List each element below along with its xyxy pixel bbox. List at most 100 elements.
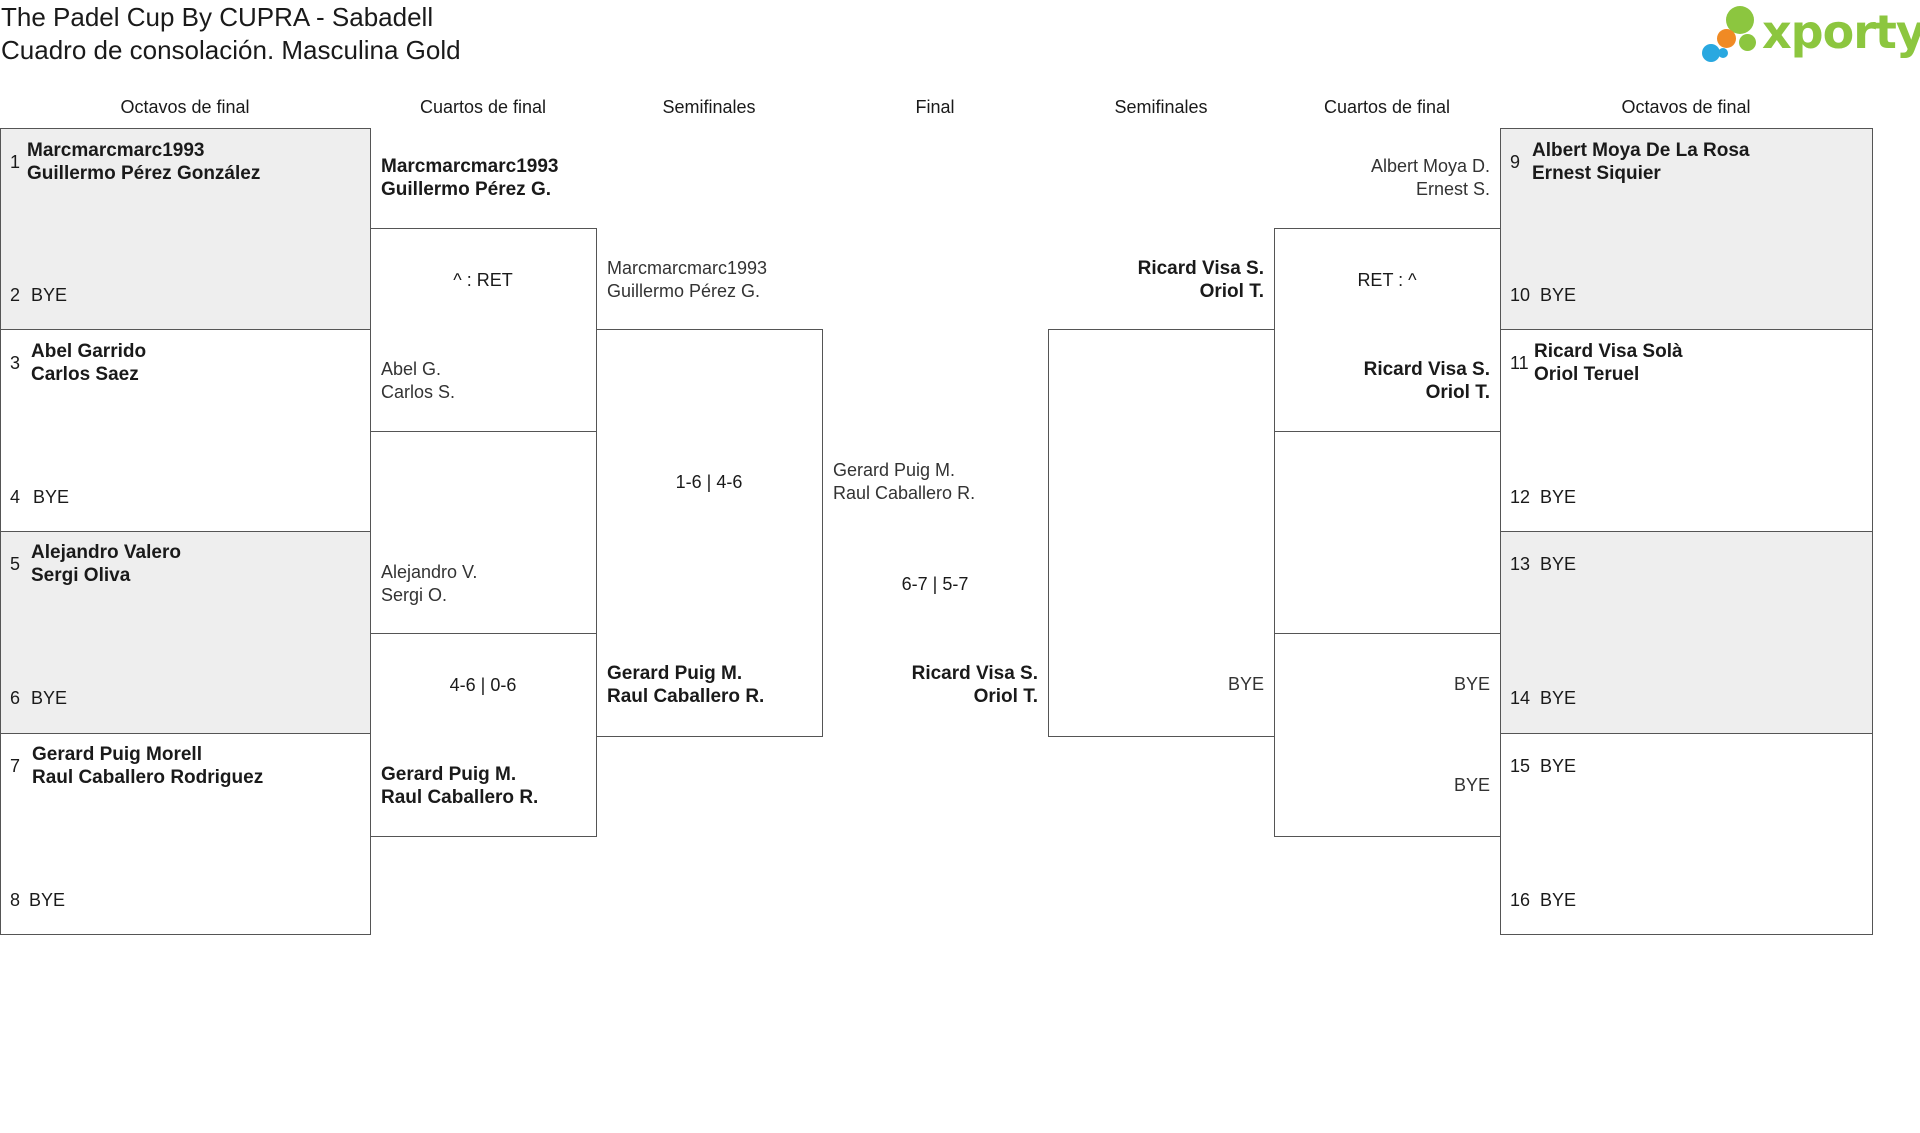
r16-team[interactable]: BYE <box>1540 687 1576 710</box>
player-name: BYE <box>1540 285 1577 305</box>
r16-team[interactable]: Alejandro Valero Sergi Oliva <box>31 541 181 587</box>
seed-number: 3 <box>10 353 21 373</box>
match-score: 4-6 | 0-6 <box>449 675 517 695</box>
seed-number: 13 <box>1510 554 1531 574</box>
col-header-sf-left: Semifinales <box>662 97 756 117</box>
r16-team[interactable]: Ricard Visa Solà Oriol Teruel <box>1534 340 1683 386</box>
player-name: Ricard Visa Solà <box>1534 341 1683 362</box>
sf-match-right <box>1048 329 1275 737</box>
qf-team[interactable]: BYE <box>1290 673 1490 696</box>
qf-team[interactable]: Abel G. Carlos S. <box>381 358 455 404</box>
player-name: Ricard Visa S. <box>911 663 1038 684</box>
player-name: BYE <box>1540 756 1577 776</box>
seed-number: 1 <box>10 152 21 172</box>
r16-team[interactable]: Albert Moya De La Rosa Ernest Siquier <box>1532 139 1750 185</box>
player-name: Marcmarcmarc1993 <box>27 140 205 161</box>
r16-team[interactable]: BYE <box>1540 486 1576 509</box>
final-team-bottom[interactable]: Ricard Visa S. Oriol T. <box>838 662 1038 708</box>
r16-team[interactable]: BYE <box>1540 284 1576 307</box>
player-name: Guillermo Pérez G. <box>381 179 551 200</box>
match-score: 1-6 | 4-6 <box>675 472 743 492</box>
r16-team[interactable]: Marcmarcmarc1993 Guillermo Pérez Gonzále… <box>27 139 260 185</box>
player-name: Albert Moya De La Rosa <box>1532 140 1750 161</box>
player-name: BYE <box>1453 674 1490 694</box>
qf-team[interactable]: Albert Moya D. Ernest S. <box>1290 155 1490 201</box>
match-score: ^ : RET <box>453 270 513 290</box>
r16-team[interactable]: BYE <box>1540 553 1576 576</box>
player-name: Alejandro Valero <box>31 542 181 563</box>
seed-number: 6 <box>10 688 21 708</box>
r16-match-8 <box>1500 733 1873 935</box>
player-name: Carlos S. <box>381 382 456 402</box>
player-name: BYE <box>1540 890 1577 910</box>
seed-number: 14 <box>1510 688 1531 708</box>
player-name: Gerard Puig M. <box>381 764 517 785</box>
seed-number: 7 <box>10 756 21 776</box>
logo-dot-orange-icon <box>1717 29 1736 48</box>
seed-number: 4 <box>10 487 21 507</box>
player-name: BYE <box>29 890 66 910</box>
seed-number: 9 <box>1510 152 1521 172</box>
player-name: Marcmarcmarc1993 <box>381 156 559 177</box>
sf-team[interactable]: BYE <box>1064 673 1264 696</box>
player-name: BYE <box>33 487 70 507</box>
qf-team[interactable]: Gerard Puig M. Raul Caballero R. <box>381 763 538 809</box>
player-name: Raul Caballero R. <box>833 483 976 503</box>
logo-wordmark: xporty <box>1762 5 1920 59</box>
r16-match-1 <box>0 128 371 330</box>
player-name: Abel G. <box>381 359 442 379</box>
seed-number: 8 <box>10 890 21 910</box>
player-name: BYE <box>1540 688 1577 708</box>
player-name: Oriol T. <box>973 686 1038 707</box>
col-header-final: Final <box>915 97 955 117</box>
player-name: BYE <box>31 688 68 708</box>
r16-team[interactable]: BYE <box>31 687 67 710</box>
r16-team[interactable]: Abel Garrido Carlos Saez <box>31 340 146 386</box>
seed-number: 16 <box>1510 890 1531 910</box>
player-name: Carlos Saez <box>31 364 139 385</box>
player-name: Abel Garrido <box>31 341 147 362</box>
seed-number: 12 <box>1510 487 1531 507</box>
player-name: Sergi Oliva <box>31 565 131 586</box>
player-name: BYE <box>1540 554 1577 574</box>
logo-dot-blue-small-icon <box>1718 48 1728 58</box>
sf-team[interactable]: Ricard Visa S. Oriol T. <box>1064 257 1264 303</box>
qf-team[interactable]: Marcmarcmarc1993 Guillermo Pérez G. <box>381 155 558 201</box>
seed-number: 15 <box>1510 756 1531 776</box>
player-name: Albert Moya D. <box>1370 156 1490 176</box>
seed-number: 10 <box>1510 285 1531 305</box>
player-name: Oriol Teruel <box>1534 364 1640 385</box>
player-name: Marcmarcmarc1993 <box>607 258 768 278</box>
player-name: Guillermo Pérez G. <box>607 281 761 301</box>
seed-number: 5 <box>10 554 21 574</box>
logo-dot-green-small-icon <box>1739 34 1756 51</box>
qf-match-4 <box>1274 633 1501 837</box>
logo-dot-blue-icon <box>1702 44 1720 62</box>
seed-number: 11 <box>1510 353 1529 373</box>
r16-team[interactable]: BYE <box>1540 755 1576 778</box>
r16-team[interactable]: BYE <box>1540 889 1576 912</box>
qf-team[interactable]: Alejandro V. Sergi O. <box>381 561 477 607</box>
player-name: Ricard Visa S. <box>1363 359 1490 380</box>
qf-team[interactable]: Ricard Visa S. Oriol T. <box>1290 358 1490 404</box>
player-name: Gerard Puig Morell <box>32 744 202 765</box>
player-name: Gerard Puig M. <box>833 460 956 480</box>
player-name: Alejandro V. <box>381 562 478 582</box>
r16-team[interactable]: BYE <box>29 889 65 912</box>
r16-match-3 <box>0 531 371 734</box>
player-name: BYE <box>1453 775 1490 795</box>
player-name: Oriol T. <box>1199 281 1264 302</box>
final-team-top[interactable]: Gerard Puig M. Raul Caballero R. <box>833 459 975 505</box>
qf-team[interactable]: BYE <box>1290 774 1490 797</box>
r16-team[interactable]: Gerard Puig Morell Raul Caballero Rodrig… <box>32 743 263 789</box>
xporty-logo[interactable]: xporty <box>1698 4 1920 66</box>
player-name: Gerard Puig M. <box>607 663 743 684</box>
player-name: Ricard Visa S. <box>1137 258 1264 279</box>
r16-team[interactable]: BYE <box>33 486 69 509</box>
sf-team[interactable]: Marcmarcmarc1993 Guillermo Pérez G. <box>607 257 767 303</box>
sf-team[interactable]: Gerard Puig M. Raul Caballero R. <box>607 662 764 708</box>
draw-subtitle: Cuadro de consolación. Masculina Gold <box>1 35 461 65</box>
r16-match-7 <box>1500 531 1873 734</box>
player-name: Ernest S. <box>1415 179 1490 199</box>
r16-team[interactable]: BYE <box>31 284 67 307</box>
